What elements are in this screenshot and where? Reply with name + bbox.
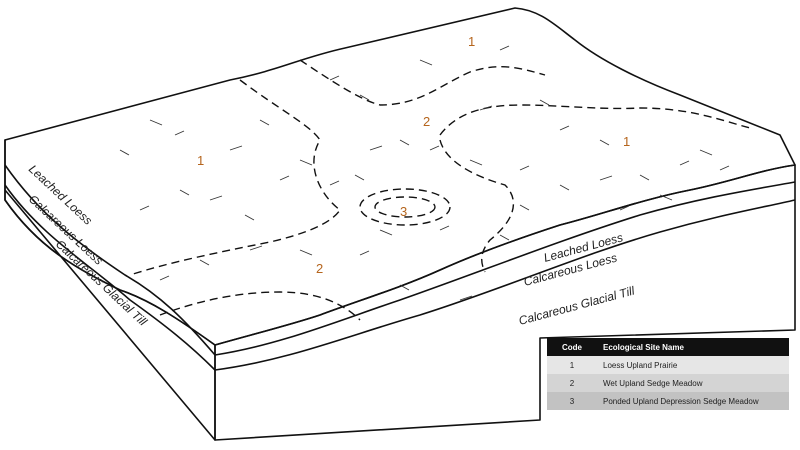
boundary-zone3-inner bbox=[374, 196, 436, 218]
block-right-face bbox=[214, 164, 796, 441]
table-row: 3 Ponded Upland Depression Sedge Meadow bbox=[547, 392, 789, 410]
slope-hachure bbox=[279, 175, 290, 181]
slope-hachure bbox=[359, 250, 370, 256]
right-layer-line-2 bbox=[214, 199, 796, 371]
slope-hachure bbox=[479, 105, 493, 111]
slope-hachure bbox=[159, 275, 170, 281]
slope-hachure bbox=[199, 259, 210, 266]
slope-hachure bbox=[399, 139, 410, 146]
slope-hachure bbox=[499, 234, 510, 241]
right-layer-line-1 bbox=[214, 181, 796, 356]
legend-header-code: Code bbox=[547, 338, 597, 356]
legend-code: 3 bbox=[547, 392, 597, 410]
slope-hachure bbox=[399, 284, 410, 291]
slope-hachure bbox=[559, 125, 570, 131]
slope-hachure bbox=[419, 59, 433, 66]
slope-hachure bbox=[539, 99, 550, 106]
slope-hachure bbox=[179, 189, 190, 196]
zone-code-label: 2 bbox=[423, 114, 430, 129]
zone-code-label: 2 bbox=[316, 261, 323, 276]
zone-code-label: 1 bbox=[468, 34, 475, 49]
right-layer-label-calcareous-glacial-till: Calcareous Glacial Till bbox=[517, 283, 636, 327]
table-row: 2 Wet Upland Sedge Meadow bbox=[547, 374, 789, 392]
slope-hachure bbox=[429, 145, 440, 151]
slope-hachure bbox=[149, 119, 163, 126]
slope-hachure bbox=[719, 165, 730, 171]
boundary-zone1-right bbox=[439, 104, 751, 273]
zone-code-label: 1 bbox=[197, 153, 204, 168]
slope-hachure bbox=[299, 249, 313, 256]
left-layer-line-1 bbox=[4, 164, 216, 356]
zone-code-label: 3 bbox=[400, 204, 407, 219]
legend-header-name: Ecological Site Name bbox=[597, 338, 789, 356]
slope-hachure bbox=[699, 149, 713, 156]
slope-hachure bbox=[359, 94, 370, 101]
slope-hachure bbox=[459, 295, 473, 301]
slope-hachure bbox=[369, 145, 383, 151]
legend-name: Loess Upland Prairie bbox=[597, 356, 789, 374]
slope-hachure bbox=[559, 184, 570, 191]
left-layer-line-2 bbox=[4, 184, 216, 371]
boundary-zone3 bbox=[359, 188, 451, 226]
slope-hachure bbox=[174, 130, 185, 136]
slope-hachure bbox=[354, 174, 365, 181]
legend-code: 1 bbox=[547, 356, 597, 374]
table-row: 1 Loess Upland Prairie bbox=[547, 356, 789, 374]
boundary-zone1-left bbox=[129, 79, 341, 276]
legend-name: Ponded Upland Depression Sedge Meadow bbox=[597, 392, 789, 410]
slope-hachure bbox=[619, 205, 630, 211]
legend-header-row: Code Ecological Site Name bbox=[547, 338, 789, 356]
slope-hachure bbox=[679, 160, 690, 166]
slope-hachure bbox=[439, 225, 450, 231]
slope-hachure bbox=[659, 194, 673, 201]
slope-hachure bbox=[469, 159, 483, 166]
legend-table: Code Ecological Site Name 1 Loess Upland… bbox=[547, 338, 789, 410]
slope-hachure bbox=[599, 139, 610, 146]
slope-hachure bbox=[329, 180, 340, 186]
slope-hachure bbox=[519, 204, 530, 211]
slope-hachure bbox=[379, 229, 393, 236]
zone-code-label: 1 bbox=[623, 134, 630, 149]
slope-hachure bbox=[329, 75, 340, 81]
boundary-zone2-lower bbox=[159, 291, 361, 321]
slope-hachure bbox=[639, 174, 650, 181]
slope-hachure bbox=[119, 149, 130, 156]
slope-hachure bbox=[299, 159, 313, 166]
left-layer-label-calcareous-glacial-till: Calcareous Glacial Till bbox=[53, 237, 150, 329]
legend-code: 2 bbox=[547, 374, 597, 392]
slope-hachure bbox=[139, 205, 150, 211]
boundary-zone2-upper bbox=[299, 59, 546, 106]
legend-name: Wet Upland Sedge Meadow bbox=[597, 374, 789, 392]
slope-hachure bbox=[599, 175, 613, 181]
slope-hachure bbox=[244, 214, 255, 221]
slope-hachure bbox=[209, 195, 223, 201]
slope-hachure bbox=[259, 119, 270, 126]
slope-hachure bbox=[229, 145, 243, 151]
slope-hachure bbox=[519, 165, 530, 171]
slope-hachure bbox=[249, 245, 263, 251]
block-left-face bbox=[4, 139, 216, 441]
slope-hachure bbox=[499, 45, 510, 51]
